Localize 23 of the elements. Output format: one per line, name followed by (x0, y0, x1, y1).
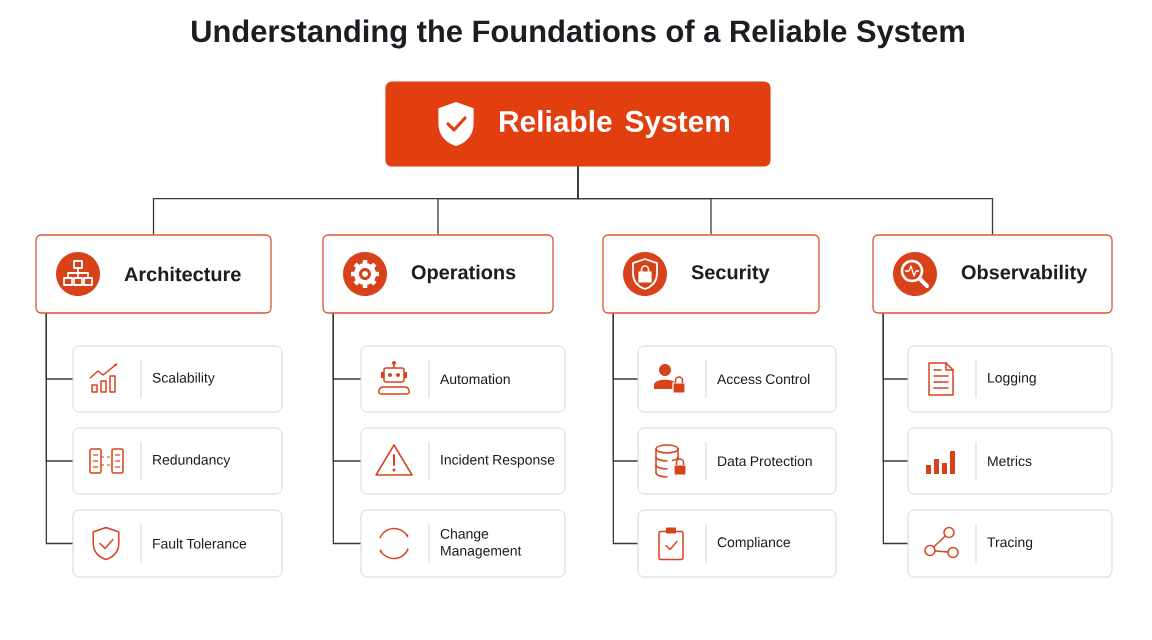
root-box: Reliable System (385, 81, 771, 167)
item-card: Change Management (360, 509, 566, 578)
item-card: Automation (360, 345, 566, 413)
item-card: Access Control (637, 345, 837, 413)
connector-line (45, 313, 74, 545)
item-card: Redundancy (72, 427, 283, 495)
item-card: Data Protection (637, 427, 837, 495)
item-card: Logging (907, 345, 1113, 413)
connector-line (577, 165, 994, 235)
item-card: Metrics (907, 427, 1113, 495)
connector-line (612, 313, 639, 545)
category-box: Operations (322, 234, 554, 314)
item-card: Incident Response (360, 427, 566, 495)
connector-line (882, 313, 909, 545)
item-card: Scalability (72, 345, 283, 413)
category-box: Observability (872, 234, 1113, 314)
item-card: Fault Tolerance (72, 509, 283, 578)
category-box: Security (602, 234, 820, 314)
item-card: Compliance (637, 509, 837, 578)
connector-line (332, 313, 362, 545)
title: Understanding the Foundations of a Reliable System (192, 19, 964, 49)
category-box: Architecture (35, 234, 272, 314)
item-card: Tracing (907, 509, 1113, 578)
